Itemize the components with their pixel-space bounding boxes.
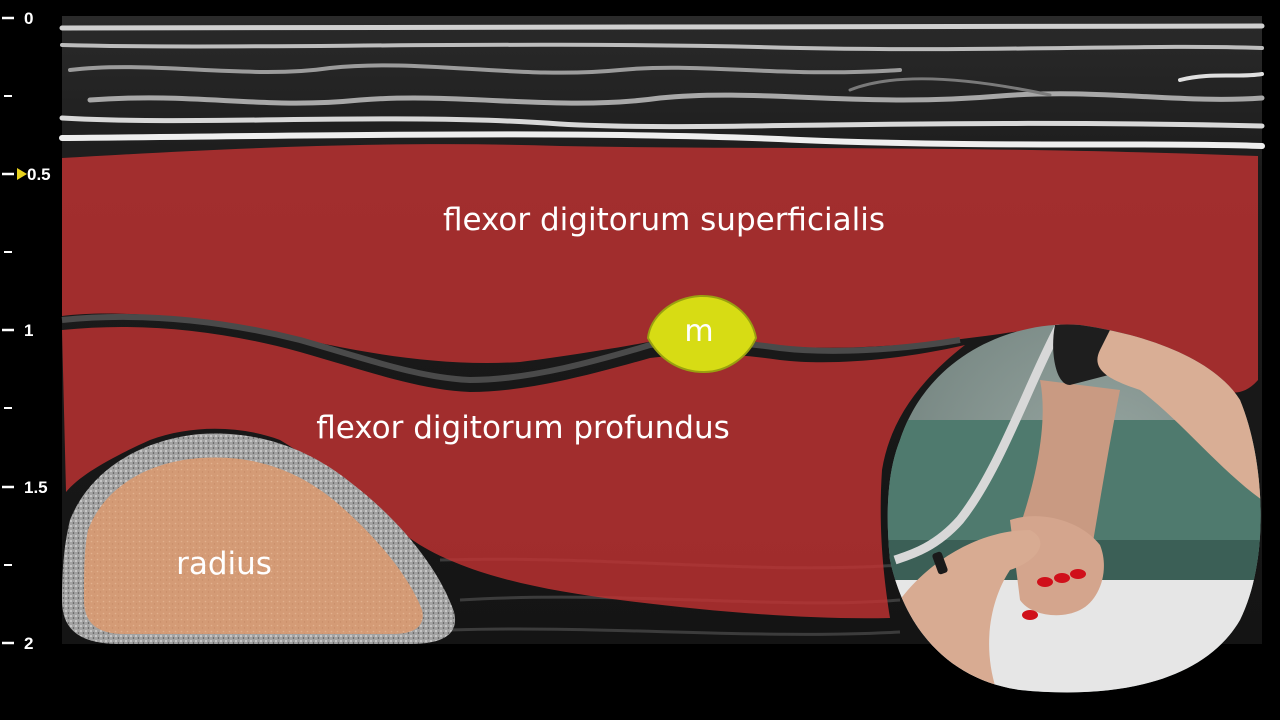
depth-label-1-5: 1.5 <box>24 478 48 497</box>
subcutaneous-layer <box>59 23 1265 149</box>
median-nerve-overlay <box>646 294 758 374</box>
label-flexor-digitorum-profundus: flexor digitorum profundus <box>316 410 730 446</box>
depth-label-1: 1 <box>24 321 33 340</box>
probe-position-photo <box>887 324 1261 693</box>
label-flexor-digitorum-superficialis: flexor digitorum superficialis <box>443 202 885 238</box>
depth-label-2: 2 <box>24 634 33 653</box>
depth-tick-2: 2 <box>2 634 33 653</box>
depth-label-0-5: 0.5 <box>27 165 51 184</box>
depth-label-0: 0 <box>24 9 33 28</box>
label-radius: radius <box>176 546 272 582</box>
label-median-nerve: m <box>684 314 713 349</box>
depth-tick-1-5: 1.5 <box>2 478 48 497</box>
depth-tick-1: 1 <box>2 321 33 340</box>
radius-bone <box>84 457 423 634</box>
intermuscular-fascia <box>61 313 961 384</box>
depth-scale: 0 0.5 1 1.5 2 <box>2 9 51 653</box>
superficialis-muscle-overlay <box>62 144 1258 393</box>
profundus-muscle-overlay <box>62 326 965 619</box>
depth-tick-0-5: 0.5 <box>2 165 51 184</box>
triangle-marker-icon <box>17 168 27 180</box>
depth-tick-0: 0 <box>2 9 33 28</box>
